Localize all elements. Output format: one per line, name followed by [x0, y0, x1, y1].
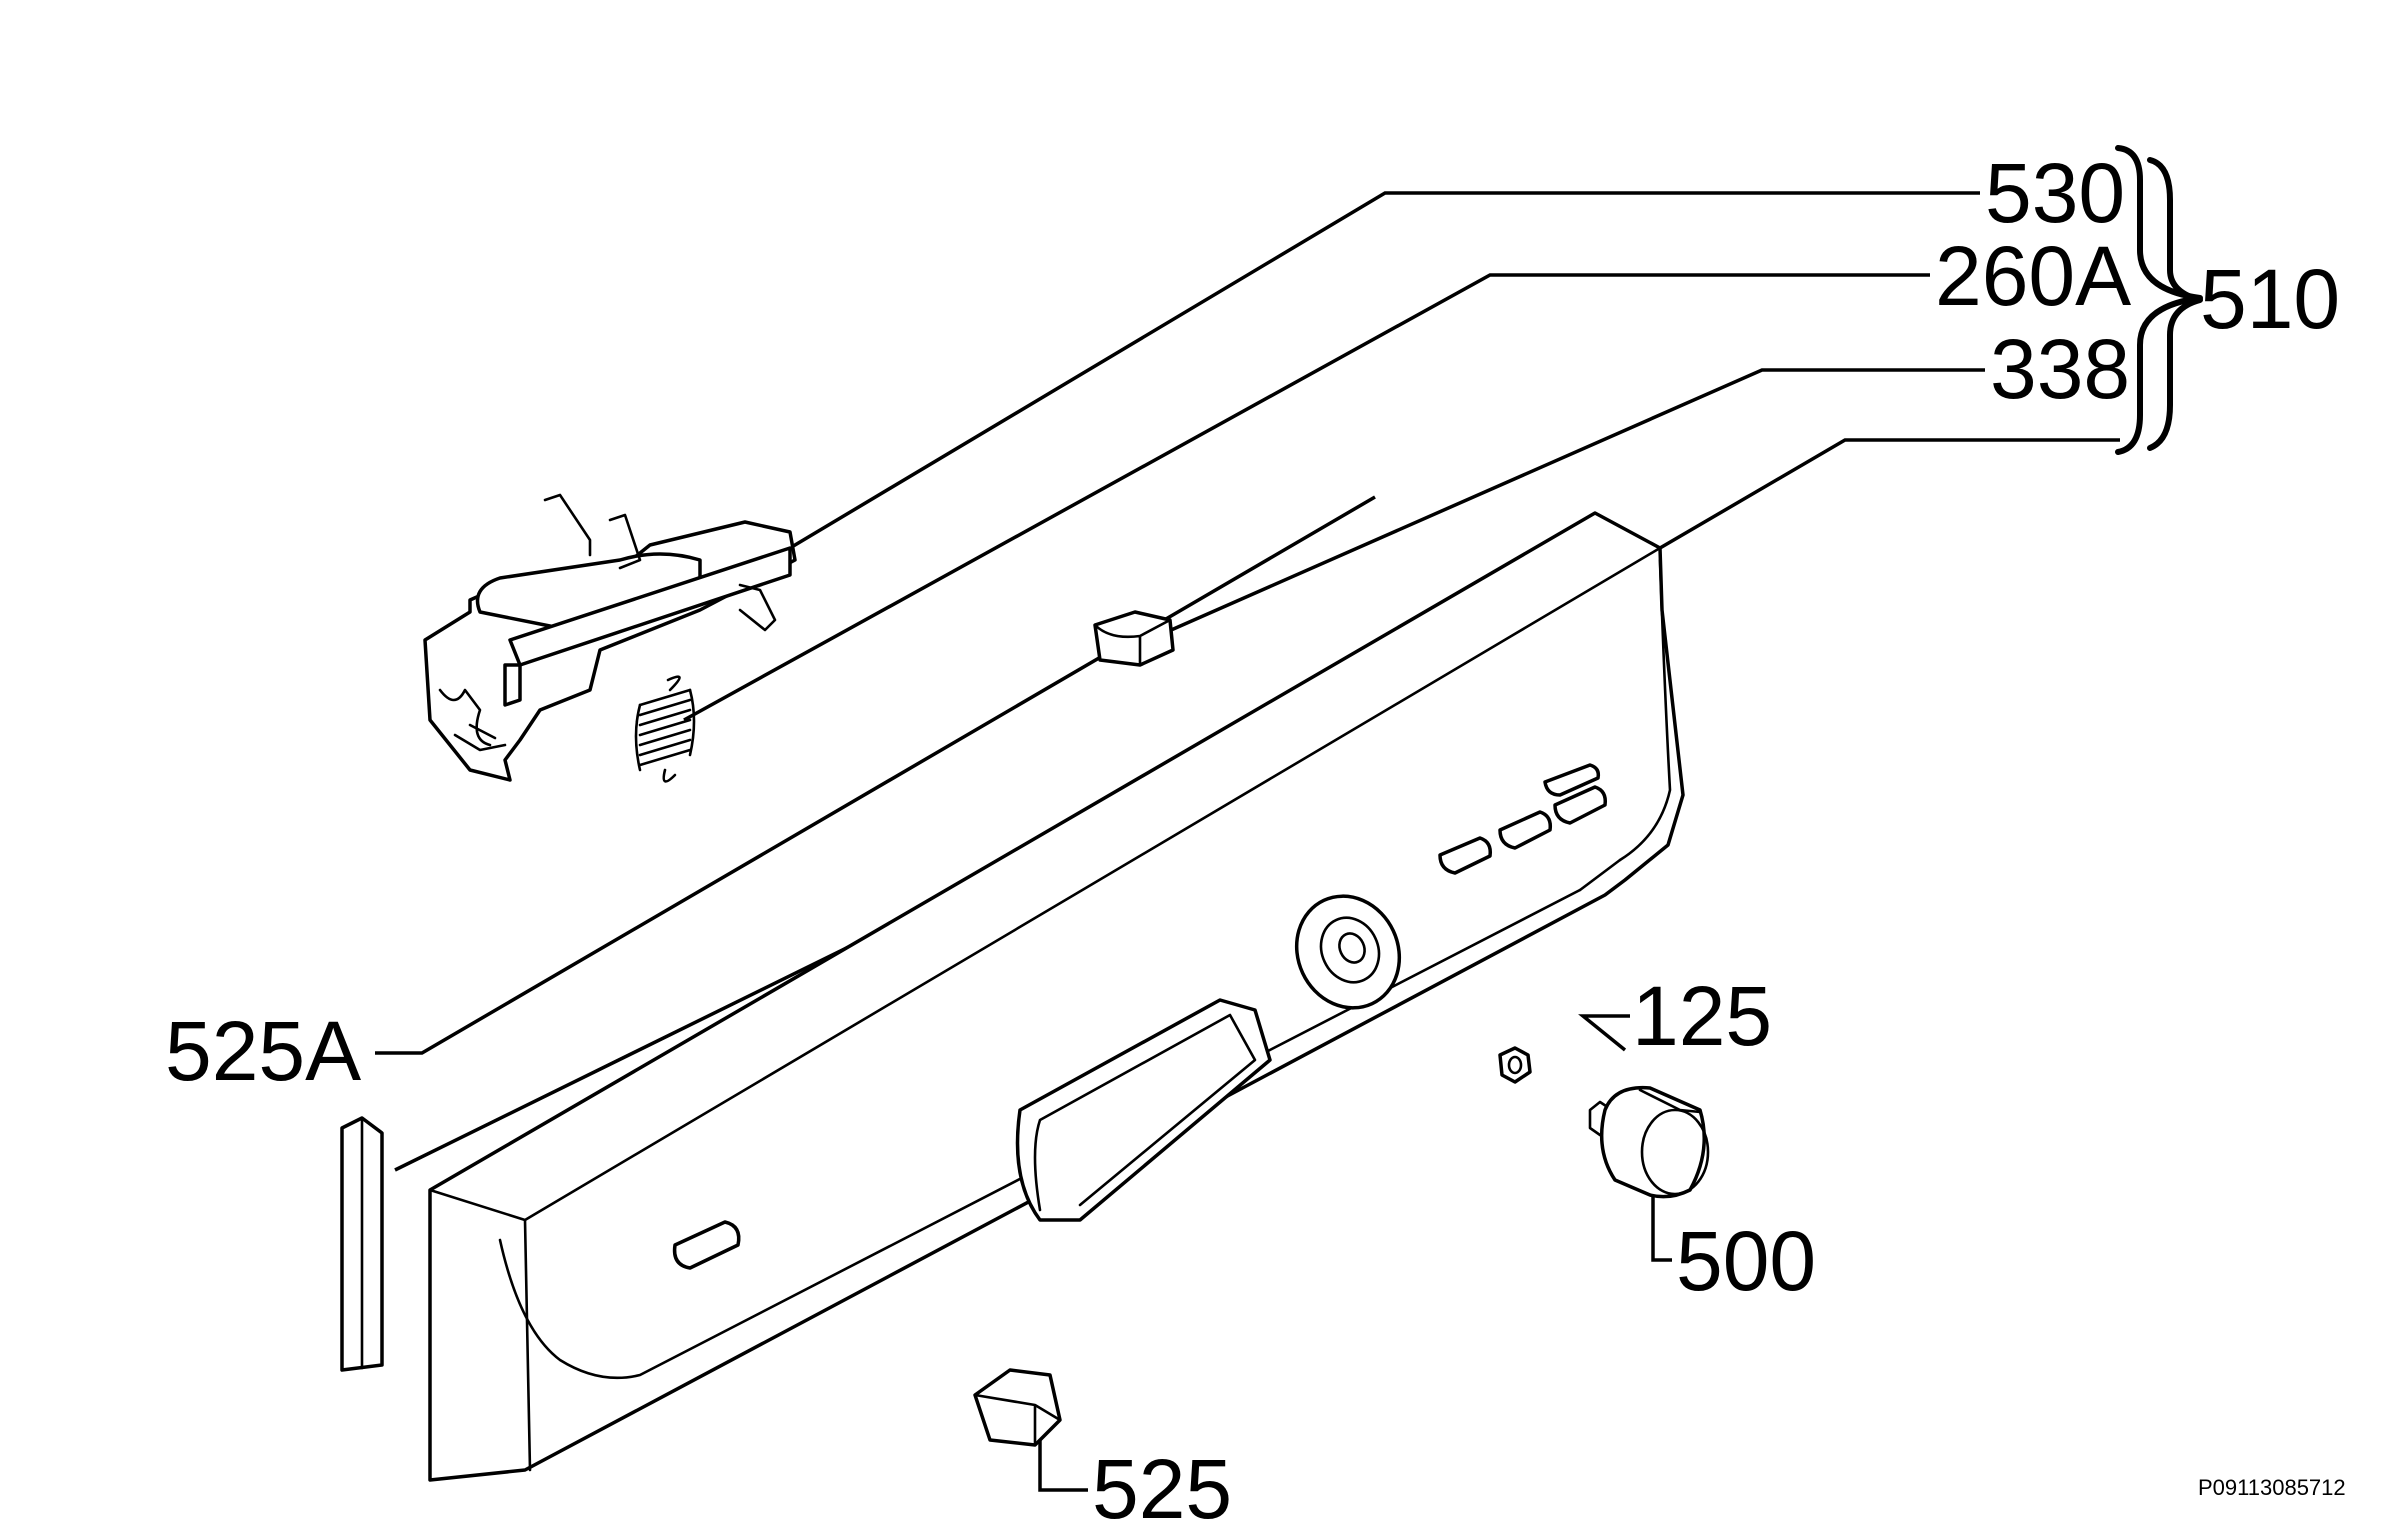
leader-530 [789, 191, 1980, 550]
label-125: 125 [1632, 969, 1772, 1063]
label-525: 525 [1092, 1442, 1232, 1520]
leader-500 [1651, 1185, 1672, 1262]
reference-code: P09113085712 [2198, 1475, 2346, 1500]
leader-125 [1578, 1014, 1630, 1052]
knob-500 [1588, 1085, 1710, 1199]
part-labels: 530 260A 338 510 525A 125 500 525 P09113… [165, 146, 2346, 1520]
leader-525a [375, 495, 1376, 1055]
label-338: 338 [1990, 322, 2130, 416]
leader-260a [683, 273, 1930, 722]
side-strip-525a [340, 1116, 384, 1372]
leader-510-panel [1659, 438, 2120, 550]
label-530: 530 [1985, 146, 2125, 240]
button-525 [973, 1368, 1062, 1447]
label-260a: 260A [1935, 229, 2131, 323]
label-500: 500 [1676, 1214, 1816, 1308]
label-510: 510 [2200, 252, 2340, 346]
button-338 [1093, 610, 1175, 667]
label-525a: 525A [165, 1004, 361, 1098]
nut-125 [1498, 1046, 1532, 1084]
spring-260a [634, 675, 696, 783]
control-panel-510 [428, 511, 1685, 1482]
brace-right-bracket [2147, 157, 2203, 451]
latch-mechanism-530 [423, 493, 797, 782]
leader-338 [1102, 368, 1985, 662]
